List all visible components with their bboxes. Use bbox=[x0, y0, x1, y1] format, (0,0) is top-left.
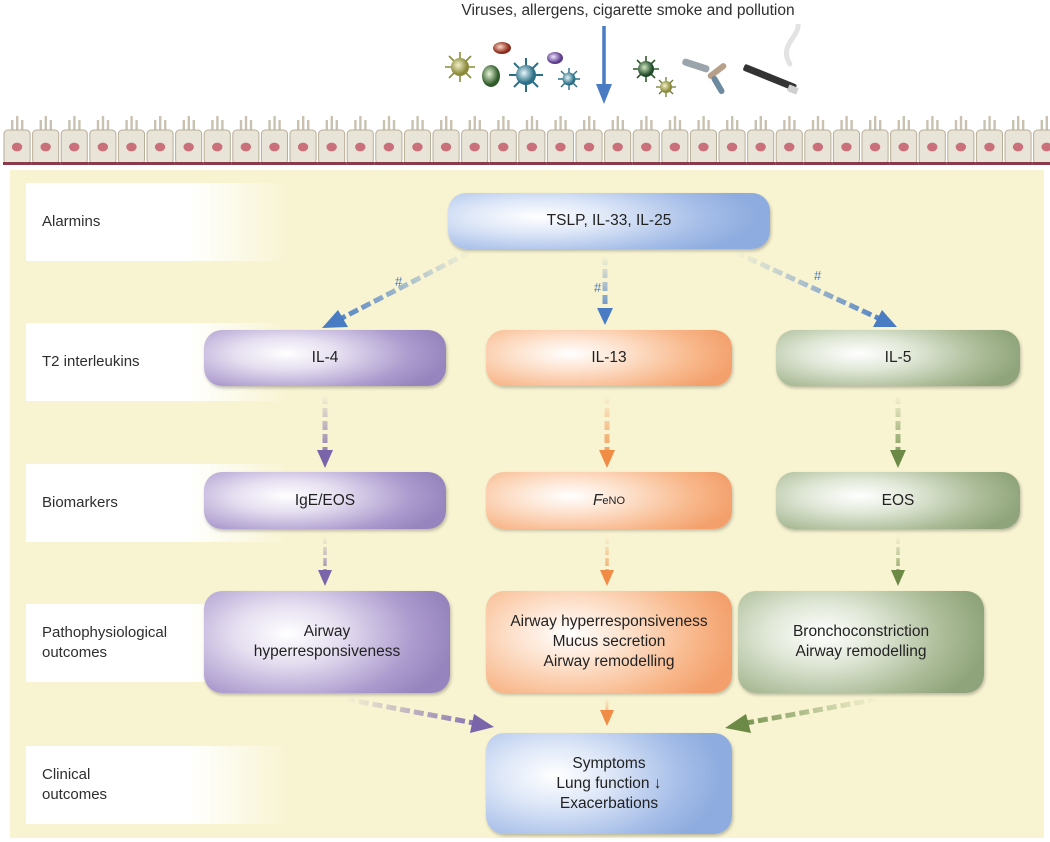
epithelial-cell bbox=[346, 116, 375, 165]
pollution-particle-icon bbox=[682, 58, 727, 95]
epithelium bbox=[3, 116, 1050, 165]
epithelial-cell bbox=[803, 116, 833, 165]
epithelial-cell bbox=[31, 116, 61, 165]
epithelial-cell bbox=[689, 116, 718, 165]
row-label-clinical: Clinical outcomes bbox=[26, 746, 288, 824]
il13-box: IL-13 bbox=[486, 330, 732, 386]
allergen-icon bbox=[482, 42, 511, 87]
epithelial-cell bbox=[403, 116, 432, 165]
epithelial-cell bbox=[3, 116, 32, 165]
patho-il5-box: Bronchoconstriction Airway remodelling bbox=[738, 591, 984, 693]
patho-il4-box: Airway hyperresponsiveness bbox=[204, 591, 450, 693]
epithelial-cell bbox=[489, 116, 518, 165]
epithelial-cell bbox=[603, 116, 633, 165]
epithelial-cell bbox=[88, 116, 118, 165]
epithelial-cell bbox=[460, 116, 490, 165]
epithelial-cell bbox=[632, 116, 661, 165]
epithelial-cell bbox=[260, 116, 289, 165]
epithelial-cell bbox=[975, 116, 1004, 165]
epithelial-cell bbox=[231, 116, 261, 165]
virus-icon bbox=[509, 58, 543, 92]
epithelial-cell bbox=[546, 116, 575, 165]
feno-label: F bbox=[592, 491, 603, 509]
epithelial-cell bbox=[317, 116, 347, 165]
epithelial-cell bbox=[718, 116, 747, 165]
cigarette-icon bbox=[743, 24, 801, 95]
ige-eos-box: IgE/EOS bbox=[204, 472, 446, 529]
epithelial-cell bbox=[575, 116, 604, 165]
il5-box: IL-5 bbox=[776, 330, 1020, 386]
epithelial-cell bbox=[60, 116, 89, 165]
epithelial-cell bbox=[432, 116, 461, 165]
feno-subscript: eNO bbox=[602, 494, 626, 507]
alarmins-box: TSLP, IL-33, IL-25 bbox=[448, 193, 770, 249]
epithelial-cell bbox=[146, 116, 175, 165]
eos-box: EOS bbox=[776, 472, 1020, 529]
epithelial-cell bbox=[289, 116, 318, 165]
epithelial-cell bbox=[861, 116, 890, 165]
epithelial-cell bbox=[946, 116, 976, 165]
stimuli-illustration bbox=[445, 24, 801, 97]
epithelial-cell bbox=[775, 116, 804, 165]
epithelial-cell bbox=[1032, 116, 1050, 165]
clinical-outcomes-box: Symptoms Lung function ↓ Exacerbations bbox=[486, 733, 732, 834]
epithelial-cell bbox=[746, 116, 776, 165]
epithelial-cell bbox=[889, 116, 919, 165]
il4-box: IL-4 bbox=[204, 330, 446, 386]
epithelial-cell bbox=[517, 116, 547, 165]
virus-icon bbox=[445, 52, 475, 82]
allergen-icon bbox=[547, 52, 563, 64]
epithelial-cell bbox=[374, 116, 404, 165]
epithelial-cell bbox=[203, 116, 232, 165]
epithelial-cell bbox=[832, 116, 861, 165]
virus-icon bbox=[656, 77, 676, 97]
epithelial-cell bbox=[918, 116, 947, 165]
epithelial-cell bbox=[117, 116, 146, 165]
epithelial-cell bbox=[174, 116, 204, 165]
epithelial-cell bbox=[1004, 116, 1033, 165]
epithelial-cell bbox=[660, 116, 690, 165]
virus-icon bbox=[558, 68, 580, 90]
virus-icon bbox=[633, 56, 659, 82]
stimuli-title: Viruses, allergens, cigarette smoke and … bbox=[461, 2, 795, 19]
row-label-alarmins: Alarmins bbox=[26, 183, 288, 261]
patho-il13-box: Airway hyperresponsiveness Mucus secreti… bbox=[486, 591, 732, 693]
